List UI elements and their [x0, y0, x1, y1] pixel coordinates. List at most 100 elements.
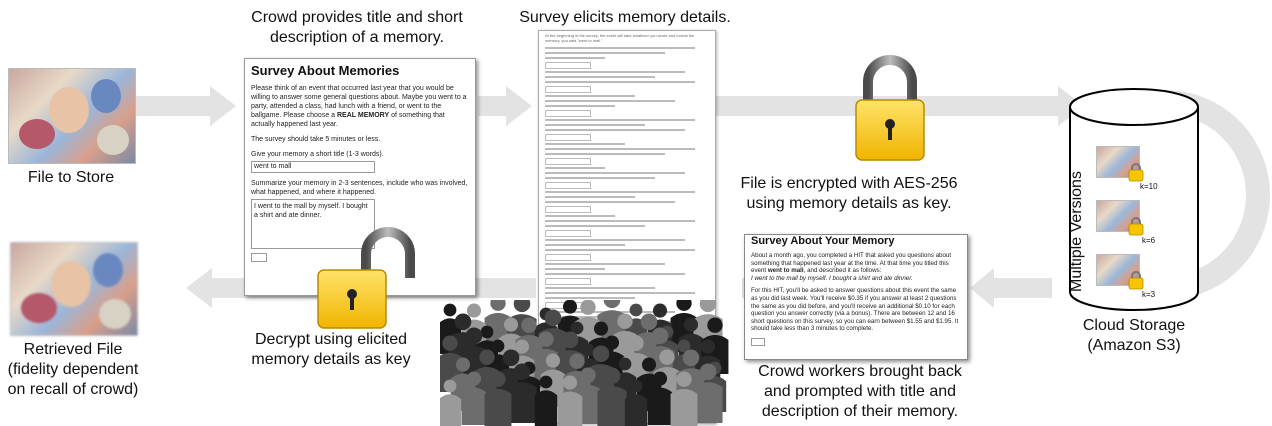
survey2-question-line [545, 316, 615, 318]
survey2-question-line [545, 129, 685, 131]
survey2-question-line [545, 292, 695, 294]
multiple-versions-label: Multiple Versions [1068, 171, 1085, 292]
survey2-answer-field[interactable] [545, 230, 591, 237]
arrow-bottom-2 [742, 278, 744, 298]
crowd-person [624, 379, 648, 426]
survey2-question-line [545, 201, 675, 203]
survey2-answer-field[interactable] [545, 254, 591, 261]
survey1-summary-prompt: Summarize your memory in 2-3 sentences, … [251, 180, 468, 196]
survey2-question-line [545, 52, 665, 54]
version-label-3: k=3 [1142, 290, 1156, 299]
crowd-person [670, 371, 698, 426]
crowd-person [461, 371, 487, 425]
survey2-question-line [545, 153, 665, 155]
file-to-store-photo [8, 68, 136, 164]
crowd-workers-line-1: Crowd workers brought back [758, 363, 962, 380]
return-loop-arrow [1140, 90, 1270, 300]
crowd-provides-line-1: Crowd provides title and short [251, 9, 463, 26]
survey2-question-line [545, 119, 695, 121]
survey2-answer-field[interactable] [545, 86, 591, 93]
survey2-question-line [545, 143, 625, 145]
survey3-paragraph-1: About a month ago, you completed a HIT t… [751, 252, 961, 282]
memory-title-input[interactable]: went to mall [251, 161, 375, 173]
survey2-question-line [545, 191, 695, 193]
version-label-2: k=6 [1142, 236, 1156, 245]
cloud-storage-line-1: Cloud Storage [1082, 317, 1186, 334]
decrypt-caption: Decrypt using elicited memory details as… [226, 330, 436, 370]
survey2-question-line [545, 172, 685, 174]
survey2-question-line [545, 177, 655, 179]
survey2-answer-field[interactable] [545, 134, 591, 141]
survey2-answer-field[interactable] [545, 158, 591, 165]
survey-elicits-caption: Survey elicits memory details. [519, 9, 731, 26]
survey2-question-line [545, 249, 695, 251]
survey2-question-line [545, 81, 695, 83]
survey2-question-line [545, 100, 675, 102]
version-label-1: k=10 [1140, 182, 1158, 191]
survey-about-your-memory-form: Survey About Your Memory About a month a… [744, 234, 968, 360]
survey2-question-line [545, 244, 625, 246]
survey2-question-line [545, 148, 695, 150]
arrow-top-2 [478, 86, 532, 126]
retrieved-line-1: Retrieved File [23, 341, 123, 358]
survey2-question-line [545, 105, 615, 107]
survey2-answer-field[interactable] [545, 278, 591, 285]
decrypt-line-2: memory details as key [251, 351, 411, 368]
encrypted-line-1: File is encrypted with AES-256 [740, 175, 958, 192]
crowd-provides-line-2: description of a memory. [270, 29, 444, 46]
crowd-workers-line-2: and prompted with title and [763, 383, 957, 400]
survey2-answer-field[interactable] [545, 110, 591, 117]
survey2-question-line [545, 287, 655, 289]
survey2-question-line [545, 263, 665, 265]
crowd-person [507, 363, 537, 423]
version-lock-icon-3 [1128, 271, 1144, 290]
survey3-paragraph-2: For this HIT, you'll be asked to answer … [751, 287, 959, 333]
survey1-title-prompt: Give your memory a short title (1-3 word… [251, 151, 384, 158]
crowd-person [693, 363, 723, 423]
survey1-intro-end: of something that actually happened last… [251, 112, 445, 128]
arrow-top-1 [136, 86, 236, 126]
retrieved-file-caption: Retrieved File (fidelity dependent on re… [0, 340, 146, 400]
survey1-intro-text: Please think of an event that occurred l… [251, 85, 467, 119]
survey1-submit-button[interactable] [251, 253, 267, 262]
crowd-workers-caption: Crowd workers brought back and prompted … [724, 362, 996, 422]
survey3-p1-strong: went to mall [767, 267, 804, 275]
survey2-answer-field[interactable] [545, 62, 591, 69]
survey2-question-line [545, 215, 615, 217]
crowd-silhouettes [440, 300, 729, 426]
survey2-question-line [545, 124, 645, 126]
retrieved-line-2: (fidelity dependent [7, 361, 139, 378]
crowd-workers-line-3: description of their memory. [761, 403, 959, 420]
crowd-person [484, 371, 512, 426]
locked-padlock-icon [855, 55, 925, 161]
survey2-question-line [545, 167, 605, 169]
crowd-person [557, 375, 583, 426]
survey2-question-line [545, 239, 685, 241]
survey2-answer-field[interactable] [545, 182, 591, 189]
survey2-question-line [545, 57, 605, 59]
crowd-person [597, 367, 627, 426]
survey2-question-line [545, 196, 635, 198]
survey3-title: Survey About Your Memory [751, 235, 895, 247]
decrypt-line-1: Decrypt using elicited [254, 331, 408, 348]
crowd-provides-caption: Crowd provides title and short descripti… [212, 8, 502, 48]
survey3-p1-quote: I went to the mall by myself. I bought a… [751, 274, 913, 282]
encrypted-caption: File is encrypted with AES-256 using mem… [724, 174, 974, 214]
survey2-question-line [545, 225, 645, 227]
version-lock-icon-2 [1128, 217, 1144, 236]
unlocked-padlock-icon [317, 227, 415, 329]
survey2-question-line [545, 95, 635, 97]
survey2-question-line [545, 47, 695, 49]
file-to-store-caption: File to Store [27, 169, 115, 186]
version-lock-icon-1 [1128, 163, 1144, 182]
survey1-intro: Please think of an event that occurred l… [251, 84, 469, 129]
survey2-answer-field[interactable] [545, 206, 591, 213]
survey2-question-line [545, 297, 635, 299]
survey2-question-line [545, 71, 685, 73]
survey-about-memories-form: Survey About Memories Please think of an… [244, 58, 476, 296]
memory-summary-textarea[interactable]: I went to the mall by myself. I bought a… [251, 199, 375, 249]
survey3-submit-button[interactable] [751, 337, 765, 346]
survey3-p1-text: About a month ago, you completed a HIT t… [751, 252, 952, 275]
survey1-duration: The survey should take 5 minutes or less… [251, 136, 381, 143]
survey2-question-line [545, 268, 605, 270]
